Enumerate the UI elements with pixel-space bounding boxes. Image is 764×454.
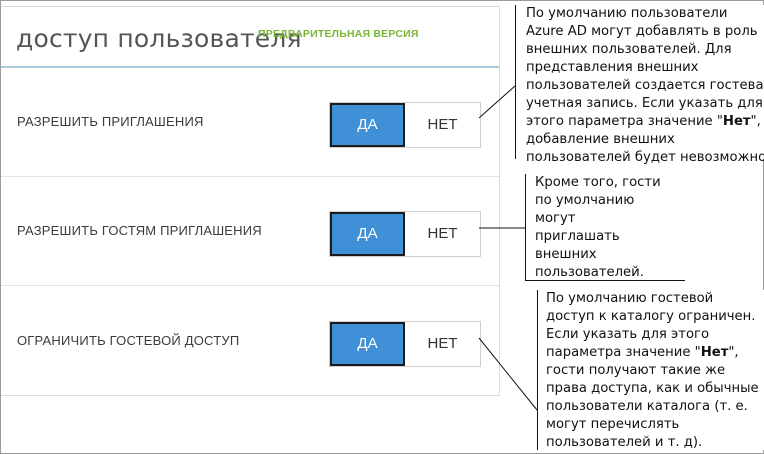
callout-text: ",: [728, 345, 739, 360]
user-access-panel: доступ пользователя ПРЕДВАРИТЕЛЬНАЯ ВЕРС…: [1, 6, 500, 396]
callout-text: гости получают такие же: [546, 363, 726, 378]
yes-no-toggle: ДА НЕТ: [329, 102, 481, 148]
callout-text: учетная запись. Если указать для: [526, 96, 763, 111]
callout-text: доступ к каталогу ограничен.: [546, 309, 756, 324]
callout-allow-invitations: По умолчанию пользователи Azure AD могут…: [515, 5, 764, 165]
callout-bold-value: Нет: [700, 345, 729, 360]
yes-no-toggle: ДА НЕТ: [329, 321, 481, 367]
callout-text: внешних пользователей. Для: [526, 42, 732, 57]
no-option[interactable]: НЕТ: [405, 103, 480, 147]
no-option[interactable]: НЕТ: [405, 322, 480, 366]
setting-row-restrict-guest-access: ОГРАНИЧИТЬ ГОСТЕВОЙ ДОСТУП ДА НЕТ: [1, 287, 499, 395]
no-option[interactable]: НЕТ: [405, 212, 480, 256]
callout-text: этого параметра значение ": [526, 114, 723, 129]
callout-text: ",: [750, 114, 761, 129]
yes-option[interactable]: ДА: [330, 322, 405, 366]
callout-bold-value: Нет: [722, 114, 751, 129]
yes-option[interactable]: ДА: [330, 103, 405, 147]
setting-label: РАЗРЕШИТЬ ГОСТЯМ ПРИГЛАШЕНИЯ: [17, 223, 262, 238]
setting-row-guests-can-invite: РАЗРЕШИТЬ ГОСТЯМ ПРИГЛАШЕНИЯ ДА НЕТ: [1, 177, 499, 286]
yes-option[interactable]: ДА: [330, 212, 405, 256]
callout-restrict-guest-access: По умолчанию гостевой доступ к каталогу …: [537, 290, 764, 450]
panel-title: доступ пользователя: [16, 24, 302, 53]
callout-text: могут: [535, 211, 576, 226]
preview-badge: ПРЕДВАРИТЕЛЬНАЯ ВЕРСИЯ: [258, 28, 419, 40]
callout-text: Если указать для этого: [546, 327, 710, 342]
callout-text: представления внешних: [526, 60, 699, 75]
panel-header: доступ пользователя ПРЕДВАРИТЕЛЬНАЯ ВЕРС…: [1, 7, 499, 68]
callout-text: параметра значение ": [546, 345, 701, 360]
callout-guests-can-invite: Кроме того, гости по умолчанию могут при…: [525, 174, 685, 281]
callout-text: пользователей.: [535, 265, 644, 280]
callout-text-line: параметра значение "Нет",: [546, 344, 764, 362]
callout-text: Кроме того, гости: [535, 175, 661, 190]
callout-text: пользователей будет невозможно.: [526, 150, 764, 165]
callout-text: пользователей создается гостевая: [526, 78, 764, 93]
callout-text: могут перечислять: [546, 417, 680, 432]
callout-text: приглашать: [535, 229, 620, 244]
callout-text: по умолчанию: [535, 193, 635, 208]
setting-label: ОГРАНИЧИТЬ ГОСТЕВОЙ ДОСТУП: [17, 333, 240, 348]
callout-text: пользователи каталога (т. е.: [546, 399, 748, 414]
yes-no-toggle: ДА НЕТ: [329, 211, 481, 257]
setting-row-allow-invitations: РАЗРЕШИТЬ ПРИГЛАШЕНИЯ ДА НЕТ: [1, 68, 499, 177]
callout-text: По умолчанию пользователи: [526, 6, 728, 21]
callout-text: добавление внешних: [526, 132, 675, 147]
callout-text: пользователей и т. д).: [546, 435, 703, 450]
callout-text: права доступа, как и обычные: [546, 381, 759, 396]
callout-text: По умолчанию гостевой: [546, 291, 714, 306]
setting-label: РАЗРЕШИТЬ ПРИГЛАШЕНИЯ: [17, 114, 204, 129]
callout-text: внешних: [535, 247, 597, 262]
callout-text: Azure AD могут добавлять в роль: [526, 24, 758, 39]
callout-text-line: этого параметра значение "Нет",: [526, 113, 764, 131]
